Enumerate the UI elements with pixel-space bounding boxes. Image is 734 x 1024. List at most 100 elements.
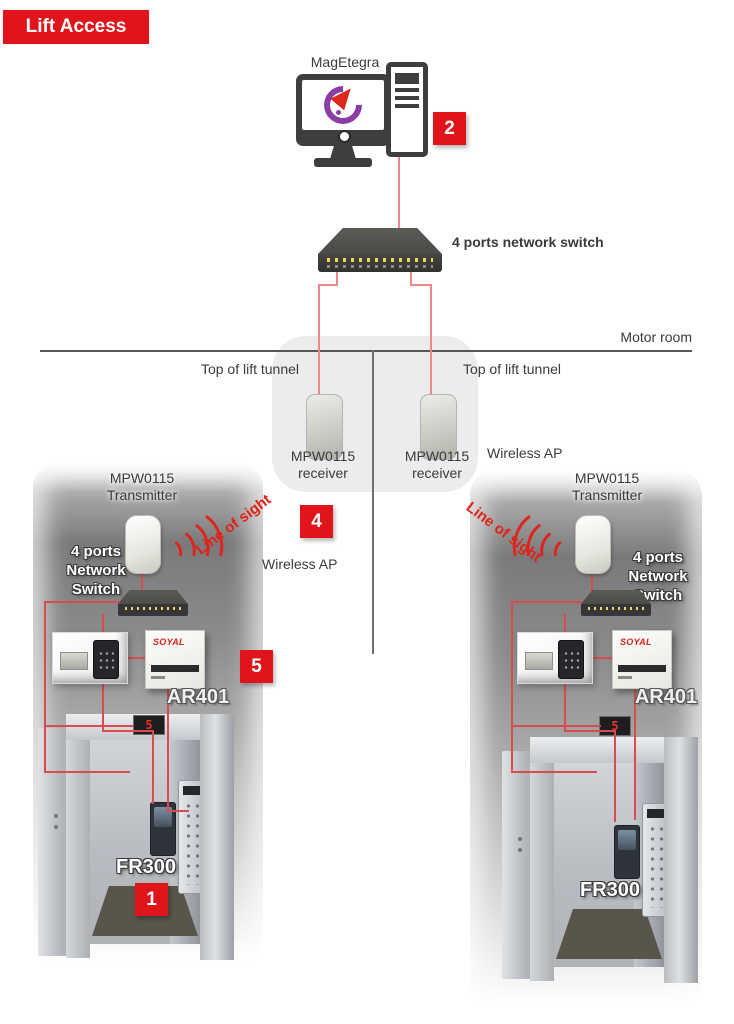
motor-room-line [40, 350, 692, 352]
controller-label-strip [151, 665, 199, 672]
transmitter-model: MPW0115 [574, 470, 640, 486]
wire-segment [634, 686, 636, 820]
wire-segment [577, 657, 613, 659]
wire-segment [614, 730, 616, 822]
wire-segment [591, 570, 593, 592]
page-title: Lift Access [3, 10, 149, 44]
receiver-device-left [306, 394, 343, 460]
wire-segment [167, 810, 189, 812]
receiver-label-left: MPW0115 receiver [273, 448, 373, 482]
server-label: MagEtegra [310, 54, 380, 70]
switch-label-line: 4 ports [70, 543, 121, 560]
wire-segment [44, 771, 130, 773]
transmitter-label-left: MPW0115 Transmitter [82, 470, 202, 504]
transmitter-device-right [575, 515, 611, 574]
soyal-logo: SOYAL [620, 637, 652, 647]
wire-segment [511, 601, 513, 773]
wire-segment [102, 670, 104, 732]
floor-display-left: 5 [133, 715, 165, 735]
wire-segment [336, 268, 338, 286]
transmitter-label-right: MPW0115 Transmitter [547, 470, 667, 504]
wire-segment [398, 156, 400, 232]
wire-segment [44, 601, 46, 773]
transmitter-role: Transmitter [106, 487, 178, 503]
tunnel-label-left: Top of lift tunnel [200, 361, 300, 377]
switch-label-line: Network [66, 562, 126, 579]
transmitter-role: Transmitter [571, 487, 643, 503]
lift-jamb-right [200, 714, 234, 960]
wire-segment [141, 570, 143, 592]
monitor-base [314, 158, 372, 167]
wire-segment [410, 268, 412, 286]
monitor [296, 74, 390, 146]
fr300-label-right: FR300 [579, 879, 641, 901]
ar401-label-right: AR401 [634, 686, 698, 708]
receiver-device-right [420, 394, 457, 460]
lift-jamb-left [530, 763, 554, 981]
shaft-switch-label-right: 4 ports Network Switch [620, 548, 696, 605]
badge-server: 2 [433, 112, 466, 145]
lift-jamb-left [66, 740, 90, 958]
controller-box-left: SOYAL [145, 630, 205, 689]
wire-segment [167, 686, 169, 812]
receiver-role: receiver [412, 465, 462, 481]
monitor-stand [330, 146, 356, 159]
lift-jamb-right [664, 737, 698, 983]
badge-reader: 1 [135, 883, 168, 916]
transmitter-device-left [125, 515, 161, 574]
wire-segment [318, 284, 338, 286]
soyal-logo: SOYAL [153, 637, 185, 647]
power-supply-right [525, 652, 553, 670]
wire-segment [430, 284, 432, 396]
controller-box-right: SOYAL [612, 630, 672, 689]
badge-controller: 5 [240, 650, 273, 683]
wire-segment [44, 725, 134, 727]
core-switch-label: 4 ports network switch [452, 234, 604, 250]
lift-floor [556, 909, 662, 959]
recessed-box-left [52, 632, 128, 684]
elevator-left: FR300 [38, 712, 238, 962]
receiver-model: MPW0115 [404, 448, 470, 464]
wire-segment [410, 284, 432, 286]
keypad-reader-right [558, 640, 584, 679]
wire-segment [564, 614, 566, 642]
power-supply-left [60, 652, 88, 670]
wire-segment [511, 601, 585, 603]
lift-interior [554, 763, 664, 967]
tunnel-label-right: Top of lift tunnel [462, 361, 562, 377]
controller-sub-label [151, 676, 165, 679]
wire-segment [511, 725, 601, 727]
wire-segment [152, 730, 154, 804]
switch-label-line: 4 ports [632, 549, 683, 566]
wire-segment [102, 730, 154, 732]
mini-switch-left [118, 590, 188, 616]
wire-segment [564, 670, 566, 732]
recessed-box-right [517, 632, 593, 684]
fr300-device-right [614, 825, 640, 879]
wire-segment [318, 284, 320, 396]
controller-sub-label [618, 676, 632, 679]
wire-segment [111, 657, 147, 659]
wire-segment [564, 730, 616, 732]
cop-panel-right [642, 803, 664, 917]
shaft-switch-label-left: 4 ports Network Switch [58, 542, 134, 599]
receiver-model: MPW0115 [290, 448, 356, 464]
receiver-label-right: MPW0115 receiver [387, 448, 487, 482]
switch-label-line: Switch [71, 581, 121, 598]
keypad-reader-left [93, 640, 119, 679]
mag-logo-icon [316, 78, 370, 132]
wireless-ap-label-side: Wireless AP [487, 445, 563, 461]
monitor-screen [302, 78, 384, 132]
lift-tunnel-divider [372, 350, 374, 654]
switch-ports-icon [327, 265, 433, 268]
wire-segment [44, 601, 120, 603]
receiver-role: receiver [298, 465, 348, 481]
wireless-ap-label-center: Wireless AP [262, 556, 338, 572]
badge-wireless: 4 [300, 505, 333, 538]
switch-led-icon [327, 258, 433, 262]
transmitter-model: MPW0115 [109, 470, 175, 486]
fr300-label-left: FR300 [115, 856, 177, 878]
wire-segment [511, 771, 597, 773]
wire-segment [102, 614, 104, 642]
